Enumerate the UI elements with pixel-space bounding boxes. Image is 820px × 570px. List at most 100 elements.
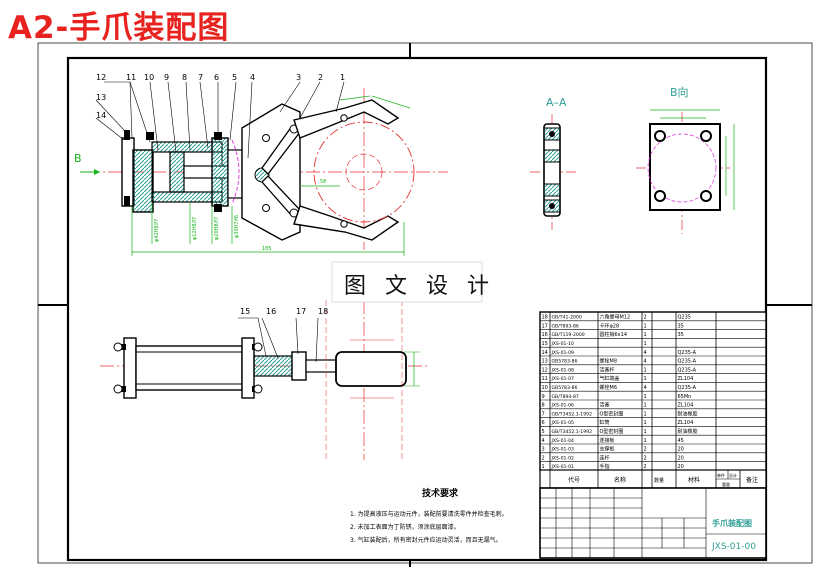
- bom-cell-qty: 1: [644, 420, 647, 426]
- bom-cell-index: 3: [542, 447, 545, 453]
- bom-cell-index: 9: [542, 394, 545, 400]
- svg-text:φ42H8/f7: φ42H8/f7: [154, 219, 160, 242]
- bom-cell-index: 7: [542, 411, 545, 417]
- bom-cell-qty: 1: [644, 394, 647, 400]
- bom-cell-code: JXS-01-01: [551, 464, 575, 470]
- front-section-view: B: [74, 73, 448, 256]
- svg-text:φ20H8/f7: φ20H8/f7: [214, 217, 220, 240]
- bom-header-single: 单件: [717, 472, 725, 478]
- bom-cell-material: 35: [678, 332, 684, 338]
- bom-cell-qty: 1: [644, 332, 647, 338]
- bom-cell-index: 1: [542, 464, 545, 470]
- bom-cell-code: GB5783-86: [552, 359, 578, 365]
- technical-requirements: 技术要求 1. 为提高液压与运动元件，装配前要清洗零件并检查毛刺。 2. 未加工…: [350, 487, 508, 544]
- bom-cell-code: GB/T119-2000: [552, 332, 585, 338]
- bom-cell-index: 10: [542, 385, 548, 391]
- bom-cell-material: ZL104: [678, 403, 694, 409]
- callout-1: 1: [340, 73, 345, 82]
- callout-12: 12: [96, 73, 106, 82]
- bom-cell-code: JXS-01-04: [551, 438, 575, 444]
- bom-cell-code: JXS-01-07: [551, 376, 575, 382]
- svg-text:φ12H8/f7: φ12H8/f7: [192, 217, 198, 240]
- centering-marks: [38, 43, 812, 567]
- bom-cell-material: 45: [678, 438, 684, 444]
- callout-6: 6: [214, 73, 219, 82]
- bom-cell-code: JXS-01-03: [551, 447, 575, 453]
- bom-cell-index: 4: [542, 438, 545, 444]
- bom-cell-index: 2: [542, 455, 545, 461]
- callout-11: 11: [126, 73, 136, 82]
- bom-cell-index: 13: [542, 359, 548, 365]
- bom-cell-name: 六角螺母M12: [600, 314, 631, 321]
- bom-cell-name: 螺栓M8: [600, 358, 618, 365]
- bom-cell-material: ZL104: [678, 420, 694, 426]
- svg-text:185: 185: [262, 246, 272, 252]
- svg-text:φ30H7/f6: φ30H7/f6: [234, 215, 240, 238]
- callout-18: 18: [318, 307, 328, 316]
- bom-cell-index: 5: [542, 429, 545, 435]
- callout-10: 10: [144, 73, 154, 82]
- bom-cell-code: JXS-01-05: [551, 420, 575, 426]
- bom-cell-index: 18: [542, 315, 548, 321]
- bom-cell-name: O型密封圈: [600, 410, 624, 417]
- bom-cell-name: 活塞杆: [600, 366, 615, 373]
- top-view: 15 16 17 18: [100, 300, 430, 460]
- bom-header-code: 代号: [568, 476, 580, 484]
- bom-cell-code: JXS-01-06: [551, 403, 575, 409]
- bom-cell-name: 螺栓M6: [600, 384, 618, 391]
- bom-cell-qty: 1: [644, 403, 647, 409]
- bom-cell-code: GB/T3452.1-1992: [552, 429, 593, 435]
- watermark-text: 图 文 设 计: [344, 274, 495, 299]
- bom-cell-material: ZL104: [678, 376, 694, 382]
- bom-cell-qty: 1: [644, 438, 647, 444]
- callout-7: 7: [198, 73, 203, 82]
- callout-2: 2: [318, 73, 323, 82]
- tech-req-item-3: 3. 气缸装配后，所有密封元件应运动灵活，而且无漏气。: [350, 536, 502, 544]
- title-block: 手爪装配图 JXS-01-00: [539, 487, 767, 559]
- bom-cell-name: 缸筒: [600, 419, 610, 426]
- bom-cell-code: GB/T894-87: [552, 394, 579, 400]
- bom-cell-index: 11: [542, 376, 548, 382]
- callout-4: 4: [250, 73, 255, 82]
- callout-16: 16: [266, 307, 276, 316]
- bom-cell-material: 20: [678, 455, 684, 461]
- bom-cell-qty: 1: [644, 323, 647, 329]
- bom-cell-name: 手指: [600, 463, 610, 470]
- bill-of-materials: 18 GB/T41-2000 六角螺母M12 2 Q235 1 7 GB/T893-86 卡环φ…: [539, 311, 767, 472]
- bom-cell-material: Q235-A: [678, 359, 697, 365]
- section-aa-label: A–A: [546, 96, 567, 109]
- bom-cell-name: 卡环φ28: [600, 322, 620, 329]
- bom-header-weight: 重量: [722, 481, 730, 487]
- bom-cell-name: 气缸端盖: [600, 375, 620, 382]
- bom-cell-material: Q235-A: [678, 385, 697, 391]
- page-title: A2-手爪装配图: [8, 10, 230, 46]
- callout-15: 15: [240, 307, 250, 316]
- bom-cell-index: 15: [542, 341, 548, 347]
- callout-13: 13: [96, 93, 106, 102]
- bom-cell-code: GB/T41-2000: [552, 315, 582, 321]
- bom-cell-qty: 2: [644, 447, 647, 453]
- callout-9: 9: [164, 73, 169, 82]
- bom-cell-material: Q235-A: [678, 350, 697, 356]
- bom-cell-material: 35: [678, 323, 684, 329]
- bom-cell-code: JXS-01-09: [551, 350, 575, 356]
- bom-cell-name: 圆柱销6x14: [600, 331, 628, 338]
- bom-cell-qty: 1: [644, 429, 647, 435]
- bom-cell-qty: 1: [644, 411, 647, 417]
- bom-cell-name: 支撑板: [600, 446, 615, 453]
- bom-cell-material: Q235: [678, 315, 691, 321]
- bom-cell-qty: 4: [644, 385, 647, 391]
- bom-cell-code: GB/T893-86: [552, 323, 579, 329]
- bom-cell-index: 12: [542, 367, 548, 373]
- callout-5: 5: [232, 73, 237, 82]
- view-b-arrow: B: [74, 152, 100, 175]
- workpiece-circle: [313, 121, 415, 223]
- tech-req-item-2: 2. 未加工表面为丁防锈，须涂底层面漆。: [350, 523, 460, 531]
- tech-req-heading: 技术要求: [422, 487, 459, 499]
- title-block-drawing-code: JXS-01-00: [711, 542, 756, 552]
- bom-cell-material: 65Mn: [678, 394, 692, 400]
- bom-cell-material: 耐油橡胶: [678, 410, 698, 417]
- title-block-drawing-name: 手爪装配图: [712, 518, 752, 528]
- bom-header-name: 名称: [614, 476, 626, 484]
